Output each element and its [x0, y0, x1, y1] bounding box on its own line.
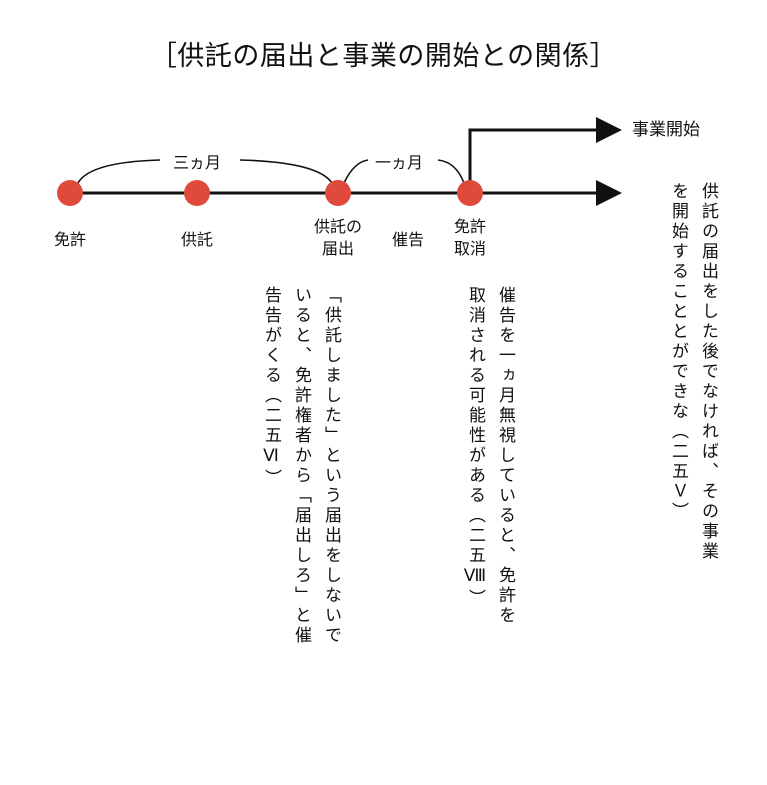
- note-line: いると、免許権者から「届出しろ」と催: [291, 286, 311, 646]
- event-dot-revocation: [457, 180, 483, 206]
- event-label-demand: 催告: [391, 230, 424, 249]
- branch-line: [468, 128, 608, 193]
- branch-label-business-start: 事業開始: [632, 120, 700, 140]
- note-line: を開始することとができな（二五Ｖ）: [668, 182, 688, 522]
- note-line: 「供託しました」という届出をしないで: [321, 286, 341, 646]
- branch-arrowhead: [596, 117, 622, 143]
- event-label-revocation: 免許 取消: [453, 217, 486, 258]
- note-line: 催告を一ヵ月無視していると、免許を: [495, 286, 515, 626]
- span-label-three-months: 三ヵ月: [170, 149, 225, 173]
- event-dot-license: [57, 180, 83, 206]
- event-label-license: 免許: [53, 230, 86, 249]
- timeline-arrowhead: [596, 180, 622, 206]
- event-label-deposit-notice: 供託の 届出: [313, 217, 362, 258]
- event-label-deposit: 供託: [180, 230, 213, 249]
- note-line: 取消される可能性がある（二五Ⅷ）: [465, 286, 485, 609]
- note-deposit-notice: 「供託しました」という届出をしないで いると、免許権者から「届出しろ」と催 告告…: [256, 286, 346, 646]
- event-dot-deposit-notice: [325, 180, 351, 206]
- span-bracket-three-months: [77, 159, 333, 184]
- span-bracket-one-month: [343, 159, 465, 184]
- event-dot-deposit: [184, 180, 210, 206]
- span-label-one-month: 一ヵ月: [372, 149, 427, 173]
- note-revocation: 催告を一ヵ月無視していると、免許を 取消される可能性がある（二五Ⅷ）: [460, 286, 520, 626]
- diagram-title: ［供託の届出と事業の開始との関係］: [149, 41, 618, 72]
- note-business-start: 供託の届出をした後でなければ、その事業 を開始することとができな（二五Ｖ）: [663, 182, 723, 562]
- note-line: 供託の届出をした後でなければ、その事業: [698, 182, 718, 562]
- note-line: 告告がくる（二五Ⅵ）: [261, 286, 281, 489]
